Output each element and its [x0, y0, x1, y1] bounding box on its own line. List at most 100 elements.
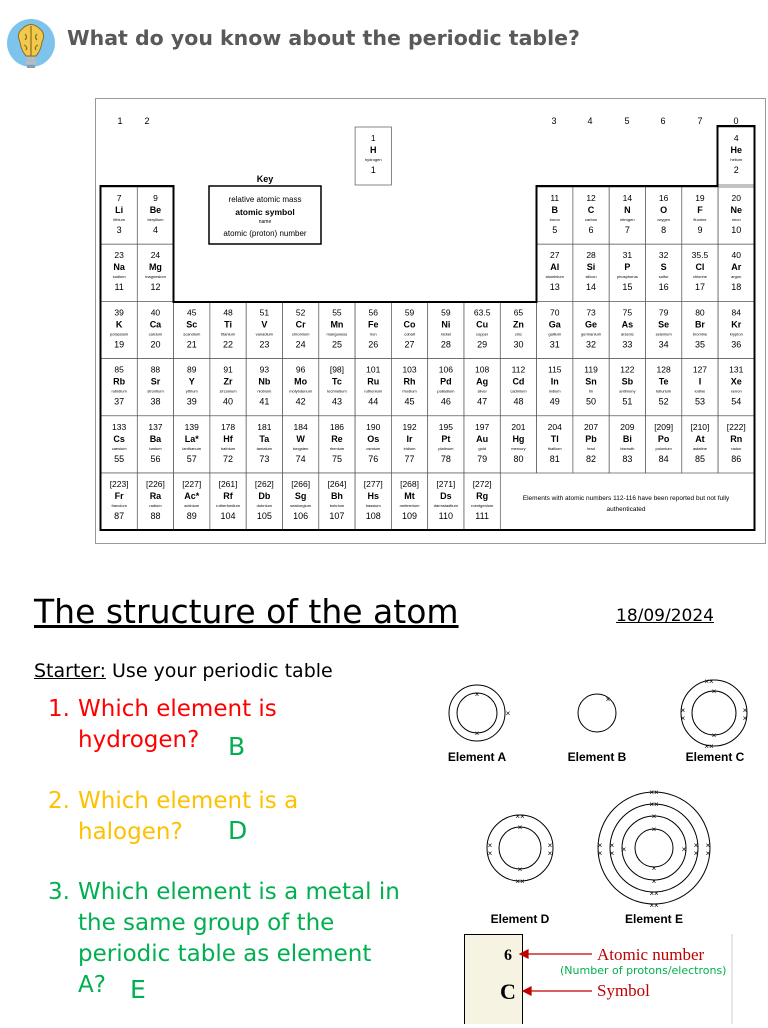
- element-symbol: Sc: [186, 319, 197, 329]
- element-name: rhenium: [330, 446, 345, 451]
- element-name: caesium: [112, 446, 128, 451]
- element-mass: [264]: [327, 479, 346, 489]
- svg-text:××: ××: [704, 677, 714, 686]
- element-name: gold: [478, 446, 486, 451]
- element-name: osmium: [366, 446, 381, 451]
- element-name: krypton: [730, 331, 743, 336]
- element-symbol: W: [296, 434, 305, 444]
- element-number: 32: [586, 339, 596, 349]
- svg-text:×: ×: [681, 706, 686, 715]
- element-mass: 63.5: [474, 307, 491, 317]
- element-symbol: Mn: [330, 319, 343, 329]
- element-symbol: Ir: [407, 434, 414, 444]
- key-box: Key relative atomic mass atomic symbol n…: [208, 174, 322, 245]
- svg-text:××: ××: [515, 877, 525, 886]
- element-name: thallium: [548, 446, 562, 451]
- atomic-number-label: Atomic number: [597, 945, 705, 964]
- group-label-6: 6: [660, 116, 665, 126]
- element-number: 16: [659, 282, 669, 292]
- element-mass: 139: [185, 422, 199, 432]
- element-mass: 48: [223, 307, 233, 317]
- atom-b-label: Element B: [568, 750, 627, 764]
- element-symbol: Li: [115, 205, 123, 215]
- element-symbol: Zn: [513, 319, 524, 329]
- element-symbol: Ds: [440, 491, 452, 501]
- key-number: atomic (proton) number: [223, 229, 306, 238]
- element-symbol: Ti: [224, 319, 232, 329]
- element-mass: [222]: [727, 422, 746, 432]
- element-mass: 204: [548, 422, 562, 432]
- element-symbol: He: [730, 145, 742, 155]
- element-symbol: Ar: [731, 262, 741, 272]
- element-name: manganese: [326, 331, 348, 336]
- element-name: hydrogen: [365, 157, 382, 162]
- element-name: molybdenum: [289, 389, 313, 394]
- element-mass: [223]: [110, 479, 129, 489]
- element-mass: 52: [296, 307, 306, 317]
- element-symbol: Y: [189, 377, 195, 387]
- atom-c-diagram: [680, 679, 748, 747]
- element-name: actinium: [184, 503, 200, 508]
- element-name: mercury: [511, 446, 525, 451]
- element-symbol: Ni: [441, 319, 450, 329]
- element-name: roentgenium: [471, 503, 494, 508]
- element-mass: [227]: [182, 479, 201, 489]
- element-mass: 9: [153, 193, 158, 203]
- element-mass: 56: [369, 307, 379, 317]
- element-number: 74: [296, 454, 306, 464]
- element-symbol: Te: [659, 377, 669, 387]
- element-number: 46: [441, 397, 451, 407]
- element-number: 30: [513, 339, 523, 349]
- element-number: 22: [223, 339, 233, 349]
- element-name: vanadium: [256, 331, 274, 336]
- svg-text:×: ×: [598, 841, 603, 850]
- element-name: xenon: [731, 389, 742, 394]
- element-number: 9: [697, 225, 702, 235]
- element-symbol: K: [116, 319, 123, 329]
- element-number: 10: [731, 225, 741, 235]
- element-mass: 127: [693, 365, 707, 375]
- element-number: 82: [586, 454, 596, 464]
- element-mass: 96: [296, 365, 306, 375]
- element-number: 75: [332, 454, 342, 464]
- element-mass: 24: [151, 250, 161, 260]
- element-symbol: Sg: [295, 491, 307, 501]
- element-mass: [266]: [291, 479, 310, 489]
- element-name: sodium: [113, 274, 127, 279]
- element-name: seaborgium: [290, 503, 312, 508]
- atom-a-diagram: [448, 684, 506, 742]
- atom-b-diagram: [577, 693, 617, 733]
- svg-text:×: ×: [518, 823, 523, 832]
- element-mass: 59: [441, 307, 451, 317]
- element-number: 20: [150, 339, 160, 349]
- element-symbol: Cr: [296, 319, 306, 329]
- svg-text:×: ×: [743, 706, 748, 715]
- element-mass: 70: [550, 307, 560, 317]
- element-number: 33: [622, 339, 632, 349]
- element-symbol: Pb: [585, 434, 597, 444]
- element-number: 53: [695, 397, 705, 407]
- element-mass: [226]: [146, 479, 165, 489]
- element-name: beryllium: [147, 217, 164, 222]
- element-number: 28: [441, 339, 451, 349]
- key-mass: relative atomic mass: [229, 195, 302, 204]
- question-text-line: hydrogen?: [78, 727, 200, 753]
- element-name: tin: [589, 389, 593, 394]
- element-name: germanium: [581, 331, 602, 336]
